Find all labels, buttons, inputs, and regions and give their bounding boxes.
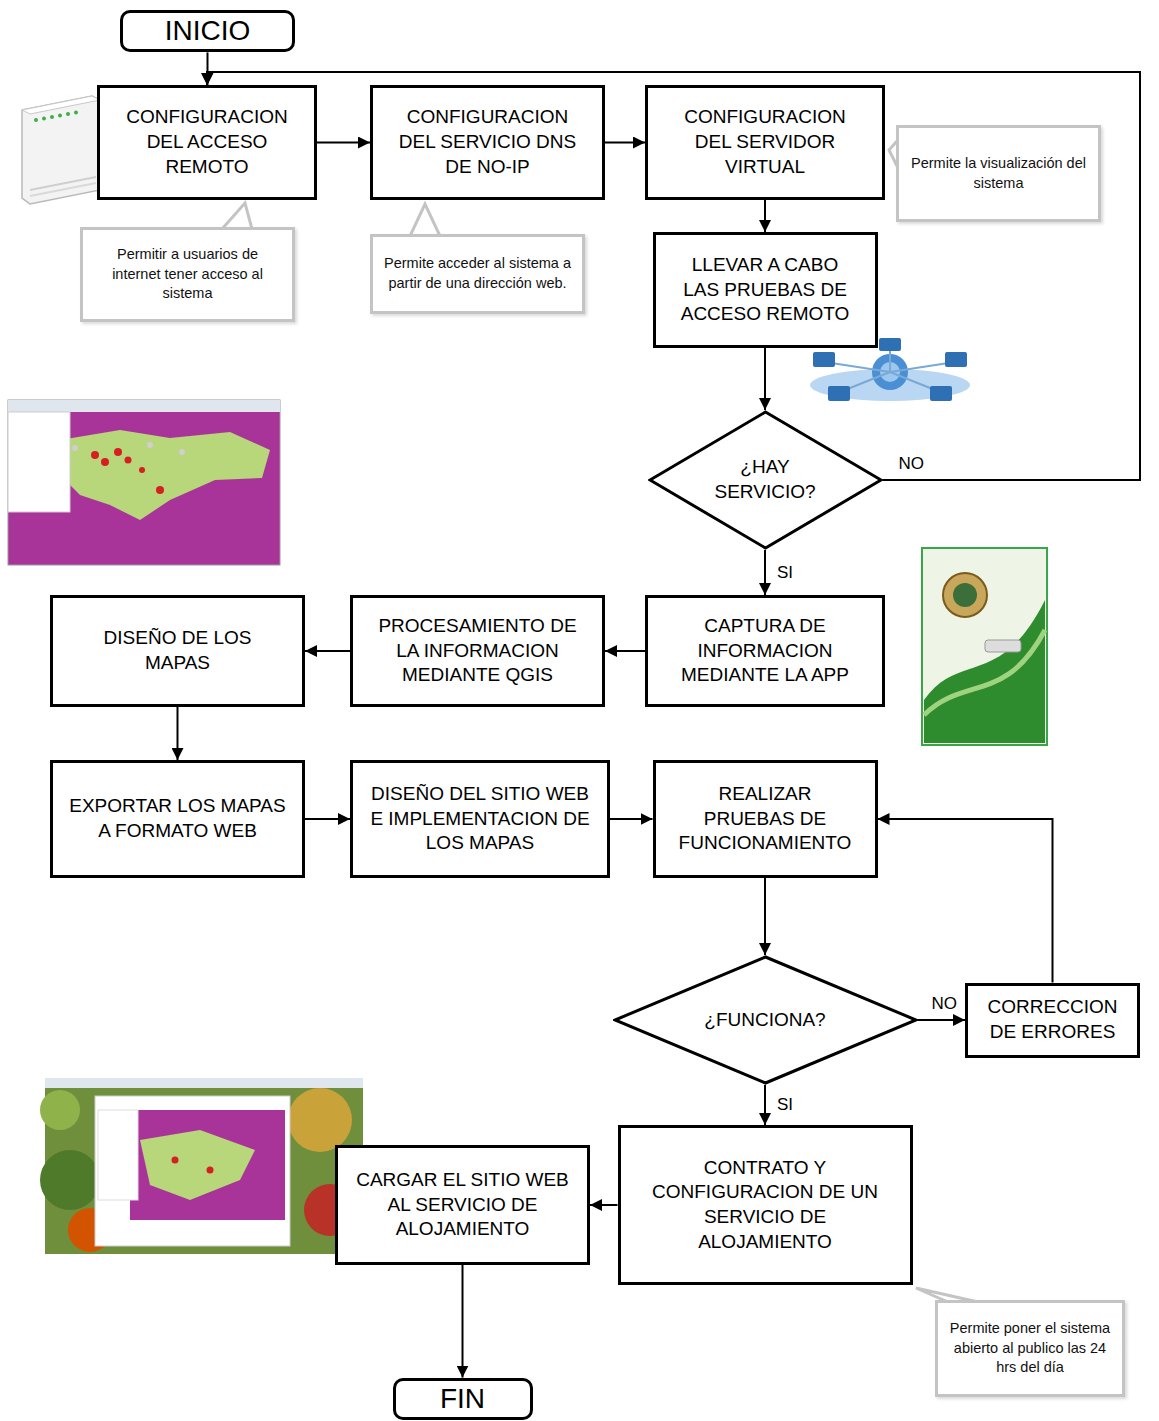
router-picture <box>22 96 100 204</box>
text-holder: Permitir a usuarios de internet tener ac… <box>93 245 282 304</box>
flow-arrow <box>462 1265 464 1378</box>
process-box: CORRECCION DE ERRORES <box>965 983 1140 1058</box>
text-holder: CONFIGURACION DEL SERVICIO DNS DE NO-IP <box>389 105 586 179</box>
flow-arrow <box>764 550 766 595</box>
node-text: ¿FUNCIONA? <box>680 1008 850 1033</box>
text-holder: LLEVAR A CABO LAS PRUEBAS DE ACCESO REMO… <box>672 253 859 327</box>
process-box: DISEÑO DEL SITIO WEB E IMPLEMENTACION DE… <box>350 760 610 878</box>
website-screenshot <box>40 1078 363 1254</box>
terminal-box: INICIO <box>120 10 295 53</box>
process-box: CONTRATO Y CONFIGURACION DE UN SERVICIO … <box>618 1125 913 1285</box>
flow-arrow <box>878 819 1053 983</box>
process-box: REALIZAR PRUEBAS DE FUNCIONAMIENTO <box>653 760 878 878</box>
flow-arrow <box>177 707 179 760</box>
text-holder: CONFIGURACION DEL SERVIDOR VIRTUAL <box>664 105 866 179</box>
text-holder: FIN <box>440 1384 485 1415</box>
text-holder: DISEÑO DE LOS MAPAS <box>69 626 286 675</box>
node-text: EXPORTAR LOS MAPAS A FORMATO WEB <box>69 794 286 843</box>
text-holder: CONFIGURACION DEL ACCESO REMOTO <box>116 105 298 179</box>
flow-arrow <box>317 142 370 144</box>
node-text: INICIO <box>165 16 251 47</box>
process-box: CONFIGURACION DEL SERVIDOR VIRTUAL <box>645 85 885 200</box>
node-text: Permitir a usuarios de internet tener ac… <box>93 245 282 304</box>
branch-label: SI <box>775 563 795 583</box>
flow-arrow <box>764 200 766 232</box>
flow-arrow <box>605 650 645 652</box>
text-holder: ¿HAY SERVICIO? <box>705 455 825 504</box>
branch-label: SI <box>775 1095 795 1115</box>
text-holder: REALIZAR PRUEBAS DE FUNCIONAMIENTO <box>672 782 859 856</box>
node-text: Permite la visualización del sistema <box>909 154 1088 193</box>
flow-arrow <box>590 1204 618 1206</box>
process-box: LLEVAR A CABO LAS PRUEBAS DE ACCESO REMO… <box>653 232 878 348</box>
flow-arrow <box>305 818 350 820</box>
text-holder: DISEÑO DEL SITIO WEB E IMPLEMENTACION DE… <box>367 782 593 856</box>
note-callout: Permitir a usuarios de internet tener ac… <box>80 227 295 322</box>
flow-arrow <box>207 72 1140 480</box>
map-screenshot <box>8 400 280 565</box>
text-holder: CARGAR EL SITIO WEB AL SERVICIO DE ALOJA… <box>354 1168 571 1242</box>
app-screenshot <box>922 548 1047 745</box>
text-holder: EXPORTAR LOS MAPAS A FORMATO WEB <box>69 794 286 843</box>
note-callout: Permite la visualización del sistema <box>896 125 1101 222</box>
process-box: PROCESAMIENTO DE LA INFORMACION MEDIANTE… <box>350 595 605 707</box>
text-holder: PROCESAMIENTO DE LA INFORMACION MEDIANTE… <box>369 614 586 688</box>
process-box: CAPTURA DE INFORMACION MEDIANTE LA APP <box>645 595 885 707</box>
node-text: DISEÑO DE LOS MAPAS <box>69 626 286 675</box>
node-text: ¿HAY SERVICIO? <box>705 455 825 504</box>
node-text: CONFIGURACION DEL SERVICIO DNS DE NO-IP <box>389 105 586 179</box>
branch-label: NO <box>897 454 927 474</box>
process-box: EXPORTAR LOS MAPAS A FORMATO WEB <box>50 760 305 878</box>
node-text: REALIZAR PRUEBAS DE FUNCIONAMIENTO <box>672 782 859 856</box>
node-text: CONFIGURACION DEL SERVIDOR VIRTUAL <box>664 105 866 179</box>
flow-arrow <box>610 818 653 820</box>
process-box: CARGAR EL SITIO WEB AL SERVICIO DE ALOJA… <box>335 1145 590 1265</box>
node-text: CAPTURA DE INFORMACION MEDIANTE LA APP <box>664 614 866 688</box>
text-holder: Permite la visualización del sistema <box>909 154 1088 193</box>
node-text: DISEÑO DEL SITIO WEB E IMPLEMENTACION DE… <box>367 782 593 856</box>
text-holder: Permite poner el sistema abierto al publ… <box>948 1319 1112 1378</box>
callout-tail <box>222 140 978 1302</box>
text-holder: CAPTURA DE INFORMACION MEDIANTE LA APP <box>664 614 866 688</box>
flow-arrow <box>605 142 645 144</box>
note-callout: Permite poner el sistema abierto al publ… <box>935 1300 1125 1397</box>
node-text: CONFIGURACION DEL ACCESO REMOTO <box>116 105 298 179</box>
text-holder: CONTRATO Y CONFIGURACION DE UN SERVICIO … <box>637 1156 894 1255</box>
text-holder: Permite acceder al sistema a partir de u… <box>383 254 572 293</box>
diamond-outline <box>648 410 883 550</box>
node-text: CARGAR EL SITIO WEB AL SERVICIO DE ALOJA… <box>354 1168 571 1242</box>
branch-label: NO <box>930 994 960 1014</box>
node-text: PROCESAMIENTO DE LA INFORMACION MEDIANTE… <box>369 614 586 688</box>
process-box: DISEÑO DE LOS MAPAS <box>50 595 305 707</box>
flow-arrow <box>764 878 766 955</box>
node-text: CORRECCION DE ERRORES <box>980 995 1125 1044</box>
decision-diamond: ¿FUNCIONA? <box>613 955 918 1085</box>
text-holder: INICIO <box>165 16 251 47</box>
text-holder: CORRECCION DE ERRORES <box>980 995 1125 1044</box>
decision-diamond: ¿HAY SERVICIO? <box>648 410 883 550</box>
terminal-box: FIN <box>393 1378 533 1421</box>
flow-arrow <box>764 348 766 410</box>
process-box: CONFIGURACION DEL SERVICIO DNS DE NO-IP <box>370 85 605 200</box>
text-holder: ¿FUNCIONA? <box>680 1008 850 1033</box>
node-text: Permite poner el sistema abierto al publ… <box>948 1319 1112 1378</box>
note-callout: Permite acceder al sistema a partir de u… <box>370 234 585 314</box>
node-text: CONTRATO Y CONFIGURACION DE UN SERVICIO … <box>637 1156 894 1255</box>
node-text: Permite acceder al sistema a partir de u… <box>383 254 572 293</box>
flow-arrow <box>764 1085 766 1125</box>
node-text: FIN <box>440 1384 485 1415</box>
node-text: LLEVAR A CABO LAS PRUEBAS DE ACCESO REMO… <box>672 253 859 327</box>
process-box: CONFIGURACION DEL ACCESO REMOTO <box>97 85 317 200</box>
flow-arrow <box>305 650 350 652</box>
flow-arrow <box>918 1019 966 1021</box>
